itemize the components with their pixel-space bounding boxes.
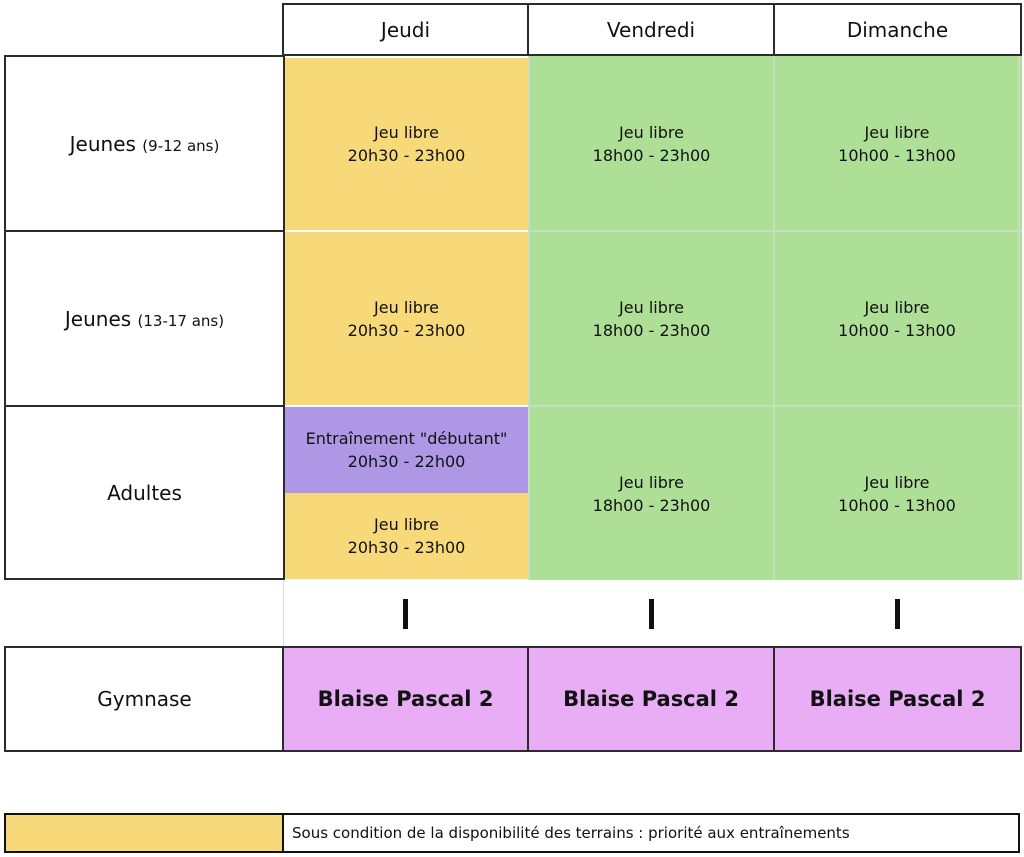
tick-mark <box>403 599 408 629</box>
slot-dimanche-jeunes-9-12: Jeu libre 10h00 - 13h00 <box>775 58 1019 230</box>
slot-jeudi-jeunes-13-17: Jeu libre 20h30 - 23h00 <box>285 232 528 405</box>
grid-line <box>530 230 1022 232</box>
day-label: Dimanche <box>846 17 949 42</box>
day-label: Vendredi <box>606 17 696 42</box>
slot-jeudi-jeunes-9-12: Jeu libre 20h30 - 23h00 <box>285 58 528 230</box>
row-label-text: Jeunes <box>64 306 132 331</box>
legend-swatch <box>4 813 284 853</box>
slot-dimanche-jeunes-13-17: Jeu libre 10h00 - 13h00 <box>775 232 1019 405</box>
slot-time: 10h00 - 13h00 <box>838 146 956 165</box>
grid-line <box>773 56 775 580</box>
slot-time: 10h00 - 13h00 <box>838 495 956 515</box>
slot-time: 20h30 - 23h00 <box>347 538 466 557</box>
slot-time: 18h00 - 23h00 <box>592 495 711 515</box>
grid-line <box>528 56 530 580</box>
slot-vendredi-jeunes-9-12: Jeu libre 18h00 - 23h00 <box>530 58 773 230</box>
row-label-jeunes-9-12: Jeunes (9-12 ans) <box>4 55 285 232</box>
slot-vendredi-adultes: Jeu libre 18h00 - 23h00 <box>530 407 773 580</box>
venue-name: Blaise Pascal 2 <box>563 687 739 711</box>
slot-title: Jeu libre <box>619 123 684 142</box>
tick-mark <box>895 599 900 629</box>
legend-label: Sous condition de la disponibilité des t… <box>292 824 850 842</box>
venue-name: Blaise Pascal 2 <box>317 687 494 711</box>
slot-time: 10h00 - 13h00 <box>838 320 956 340</box>
slot-time: 20h30 - 22h00 <box>347 452 466 471</box>
slot-time: 20h30 - 23h00 <box>347 320 466 340</box>
row-label-age: (9-12 ans) <box>142 136 220 155</box>
day-label: Jeudi <box>380 17 431 42</box>
slot-title: Jeu libre <box>864 123 930 142</box>
legend-text: Sous condition de la disponibilité des t… <box>282 813 1020 853</box>
slot-title: Jeu libre <box>374 515 439 534</box>
green-area <box>528 56 1022 580</box>
venue-jeudi: Blaise Pascal 2 <box>282 646 529 752</box>
slot-vendredi-jeunes-13-17: Jeu libre 18h00 - 23h00 <box>530 232 773 405</box>
slot-title: Jeu libre <box>619 472 684 492</box>
header-vendredi: Vendredi <box>527 3 775 56</box>
slot-title: Jeu libre <box>864 297 930 317</box>
header-jeudi: Jeudi <box>282 3 529 56</box>
row-label-text: Adultes <box>107 480 182 505</box>
slot-time: 18h00 - 23h00 <box>592 146 711 165</box>
tick-mark <box>649 599 654 629</box>
row-label-jeunes-13-17: Jeunes (13-17 ans) <box>4 230 285 407</box>
header-dimanche: Dimanche <box>773 3 1022 56</box>
slot-title: Jeu libre <box>619 297 684 317</box>
slot-title: Entraînement "débutant" <box>305 429 508 448</box>
venue-dimanche: Blaise Pascal 2 <box>773 646 1022 752</box>
slot-dimanche-adultes: Jeu libre 10h00 - 13h00 <box>775 407 1019 580</box>
row-label-adultes: Adultes <box>4 405 285 580</box>
grid-line <box>530 405 1022 407</box>
slot-title: Jeu libre <box>864 472 930 492</box>
separator-line <box>283 580 284 648</box>
slot-title: Jeu libre <box>374 123 439 142</box>
venue-name: Blaise Pascal 2 <box>809 687 986 711</box>
slot-title: Jeu libre <box>374 297 439 317</box>
row-label-gymnase: Gymnase <box>4 646 285 752</box>
slot-time: 20h30 - 23h00 <box>347 146 466 165</box>
row-label-text: Gymnase <box>97 687 192 711</box>
grid-line <box>1018 56 1020 580</box>
venue-vendredi: Blaise Pascal 2 <box>527 646 775 752</box>
row-label-text: Jeunes <box>69 131 136 156</box>
row-label-age: (13-17 ans) <box>137 311 225 330</box>
slot-jeudi-adultes-jeu-libre: Jeu libre 20h30 - 23h00 <box>285 493 528 579</box>
slot-time: 18h00 - 23h00 <box>592 320 711 340</box>
slot-jeudi-adultes-entrainement: Entraînement "débutant" 20h30 - 22h00 <box>285 407 528 493</box>
